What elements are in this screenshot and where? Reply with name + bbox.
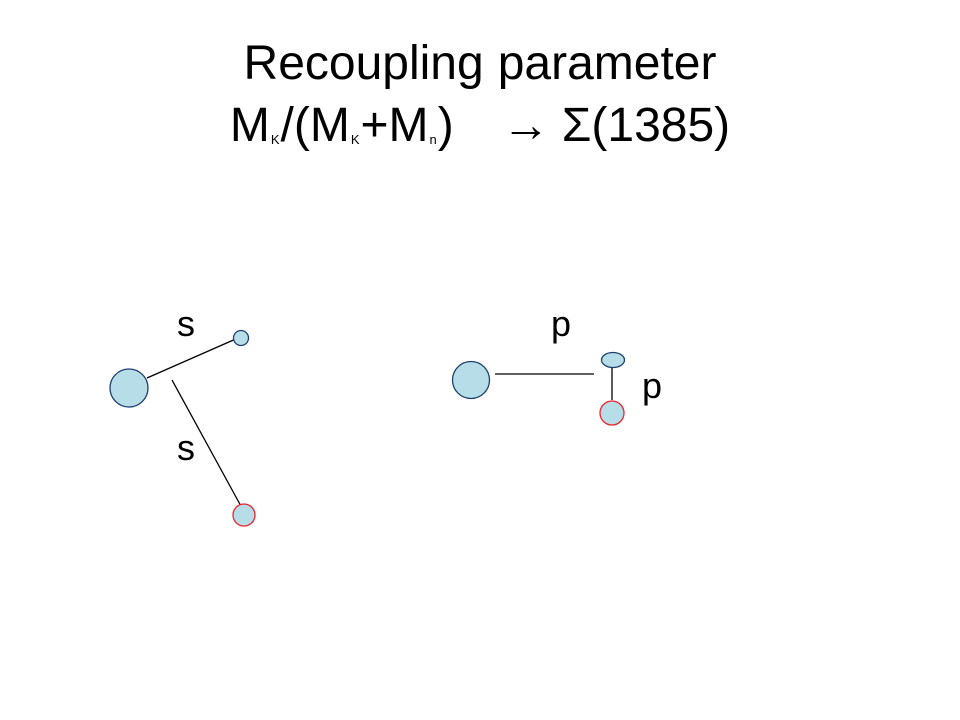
title-ratio-close: ) — [437, 99, 454, 152]
right-lower-particle — [599, 400, 625, 426]
title-subscript-k-2: K — [350, 132, 360, 147]
title-subscript-n: n — [429, 132, 437, 147]
left-configuration: s s — [109, 303, 256, 527]
title-ratio-open: /(M — [280, 99, 350, 152]
left-upper-bond — [146, 337, 239, 379]
left-upper-particle — [232, 329, 250, 347]
right-upper-label: p — [551, 303, 571, 344]
title-result: Σ(1385) — [561, 99, 731, 152]
title-word-parameter: parameter — [497, 37, 717, 90]
left-lower-label: s — [177, 427, 195, 468]
left-lower-bond — [171, 379, 243, 509]
right-core-particle — [451, 360, 491, 400]
title-word-recoupling: Recoupling — [243, 37, 484, 90]
left-lower-particle — [232, 503, 256, 527]
left-upper-label: s — [177, 303, 195, 344]
right-lower-label: p — [642, 365, 662, 406]
title-line-2: MK/(MK+Mn)→Σ(1385) — [0, 98, 960, 168]
left-core-particle — [109, 368, 149, 408]
right-configuration: p p — [451, 303, 662, 426]
title-subscript-k-1: K — [270, 132, 280, 147]
right-upper-particle — [600, 351, 626, 369]
title-plus-m: +M — [360, 99, 429, 152]
right-arrow-icon: → — [501, 99, 550, 152]
title-m: M — [229, 99, 270, 152]
